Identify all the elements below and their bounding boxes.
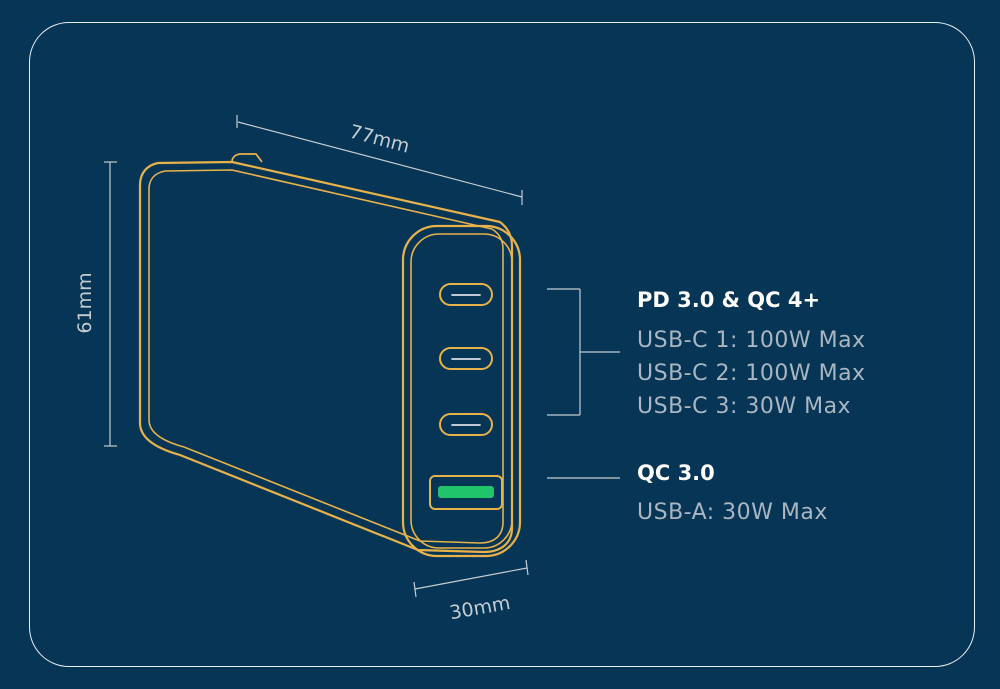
width-dimension [413, 559, 529, 598]
length-dimension [236, 115, 523, 205]
usb-c-3-spec: USB-C 3: 30W Max [637, 394, 852, 419]
qc3-heading: QC 3.0 [637, 461, 715, 485]
length-label: 77mm [347, 121, 412, 158]
usb-a-spec: USB-A: 30W Max [637, 500, 828, 525]
usb-c-2-spec: USB-C 2: 100W Max [637, 361, 866, 386]
usb-c-port-3 [439, 413, 493, 436]
usb-c-bracket [547, 288, 620, 416]
pd-qc4-heading: PD 3.0 & QC 4+ [637, 288, 821, 312]
usb-c-port-1 [439, 283, 493, 306]
usb-a-port [429, 475, 503, 510]
width-label: 30mm [448, 592, 512, 624]
front-face [401, 224, 522, 558]
usb-c-1-spec: USB-C 1: 100W Max [637, 328, 866, 353]
height-dimension [104, 161, 117, 447]
rounded-frame [29, 22, 975, 667]
height-label: 61mm [74, 272, 96, 333]
usb-c-port-2 [439, 347, 493, 370]
